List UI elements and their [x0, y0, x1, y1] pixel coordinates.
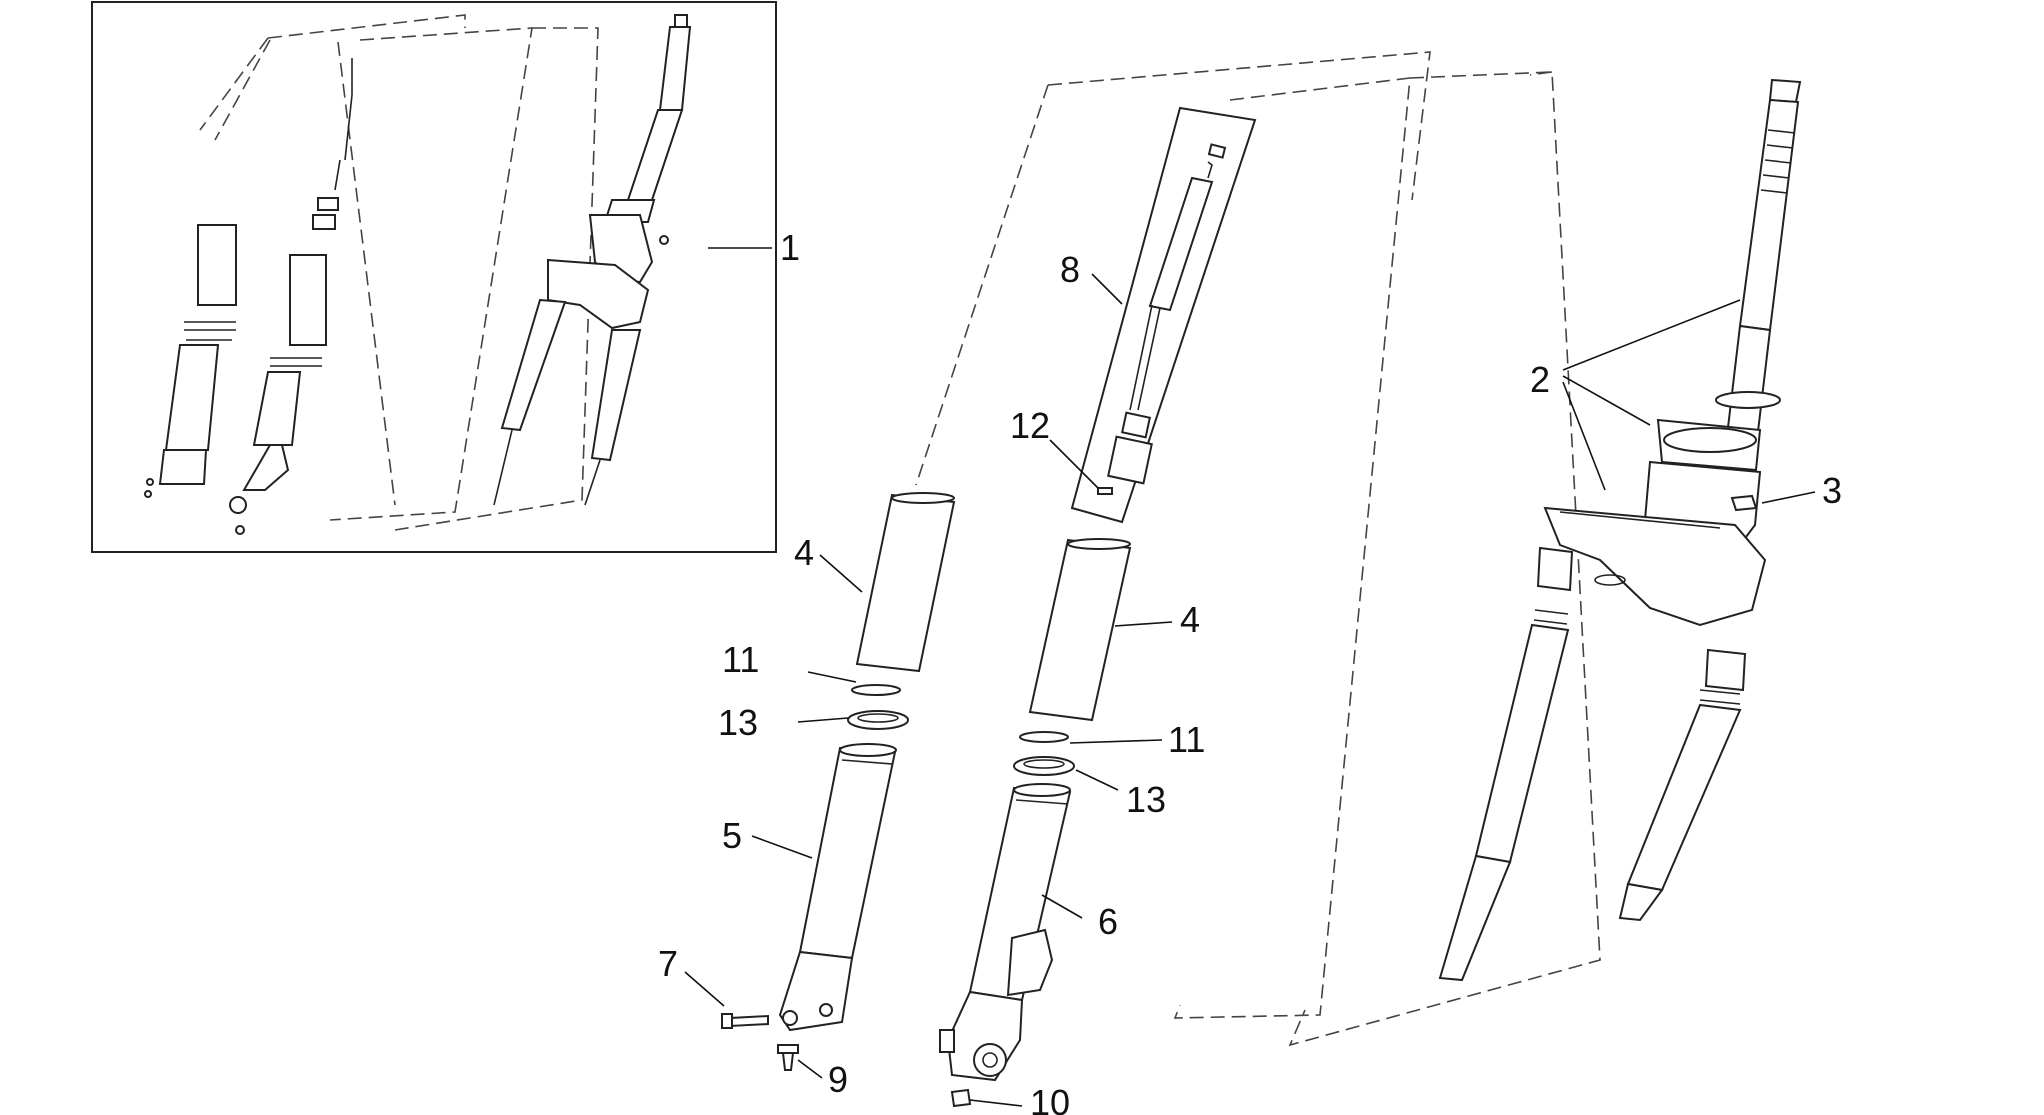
inset-assembly-group [91, 1, 777, 553]
fork-slider-right [939, 783, 1072, 1082]
leader-9 [797, 1059, 823, 1079]
leader-10 [969, 1099, 1023, 1107]
leader-2a [1562, 299, 1741, 371]
callout-8: 8 [1060, 249, 1080, 290]
callout-4-right: 4 [1180, 599, 1200, 640]
oil-seal-right-inner [1023, 759, 1065, 769]
callout-13-right: 13 [1126, 779, 1166, 820]
inset-steering-column [493, 14, 692, 506]
callout-12: 12 [1010, 405, 1050, 446]
oil-seal-left-inner [857, 713, 899, 723]
drain-plug [950, 1088, 972, 1108]
leader-7 [684, 971, 725, 1007]
circlip-left [851, 684, 901, 696]
clamp-bolt [729, 1014, 769, 1028]
fork-spring-right [1028, 538, 1132, 722]
callout-6: 6 [1098, 901, 1118, 942]
fork-spring-left [855, 493, 956, 673]
fork-spring-left-top [891, 492, 955, 504]
leader-3 [1761, 491, 1816, 504]
alignment-frame-right [1288, 71, 1601, 1047]
inset-left-leg [144, 224, 237, 498]
callout-9: 9 [828, 1059, 848, 1100]
clamp-bolt-head [721, 1013, 733, 1029]
leader-8 [1091, 273, 1123, 305]
callout-3: 3 [1822, 470, 1842, 511]
crown-clip [1730, 494, 1758, 512]
callout-13-left: 13 [718, 702, 758, 743]
leader-2b [1562, 375, 1651, 426]
callout-4-left: 4 [794, 532, 814, 573]
callout-10: 10 [1030, 1082, 1070, 1115]
leader-13b [1075, 769, 1119, 791]
leader-4b [1114, 621, 1173, 627]
leader-2c [1562, 381, 1606, 491]
callout-7: 7 [658, 943, 678, 984]
bottom-screw-head [777, 1044, 799, 1054]
circlip-right [1019, 731, 1069, 743]
callout-11-left: 11 [722, 639, 759, 680]
leader-13a [797, 717, 849, 723]
leader-5 [751, 835, 813, 859]
inset-dashed-outline-left [199, 14, 466, 141]
alignment-frame-middle [1173, 77, 1411, 1019]
inset-middle-leg [229, 58, 353, 535]
damper-cartridge-panel [1070, 106, 1257, 524]
fork-slider-left [778, 743, 897, 1032]
leader-11b [1069, 739, 1163, 744]
callout-2: 2 [1530, 359, 1550, 400]
leader-6 [1041, 894, 1083, 919]
callout-5: 5 [722, 815, 742, 856]
leader-4a [819, 554, 863, 593]
callout-1: 1 [780, 227, 800, 268]
leader-12 [1049, 439, 1099, 489]
leader-11a [807, 671, 857, 683]
callout-11-right: 11 [1168, 719, 1205, 760]
bottom-screw-shank [781, 1052, 795, 1071]
alignment-frame-left [915, 51, 1431, 486]
steering-stem-fork [1438, 78, 1802, 982]
fork-spring-right-top [1067, 538, 1131, 550]
